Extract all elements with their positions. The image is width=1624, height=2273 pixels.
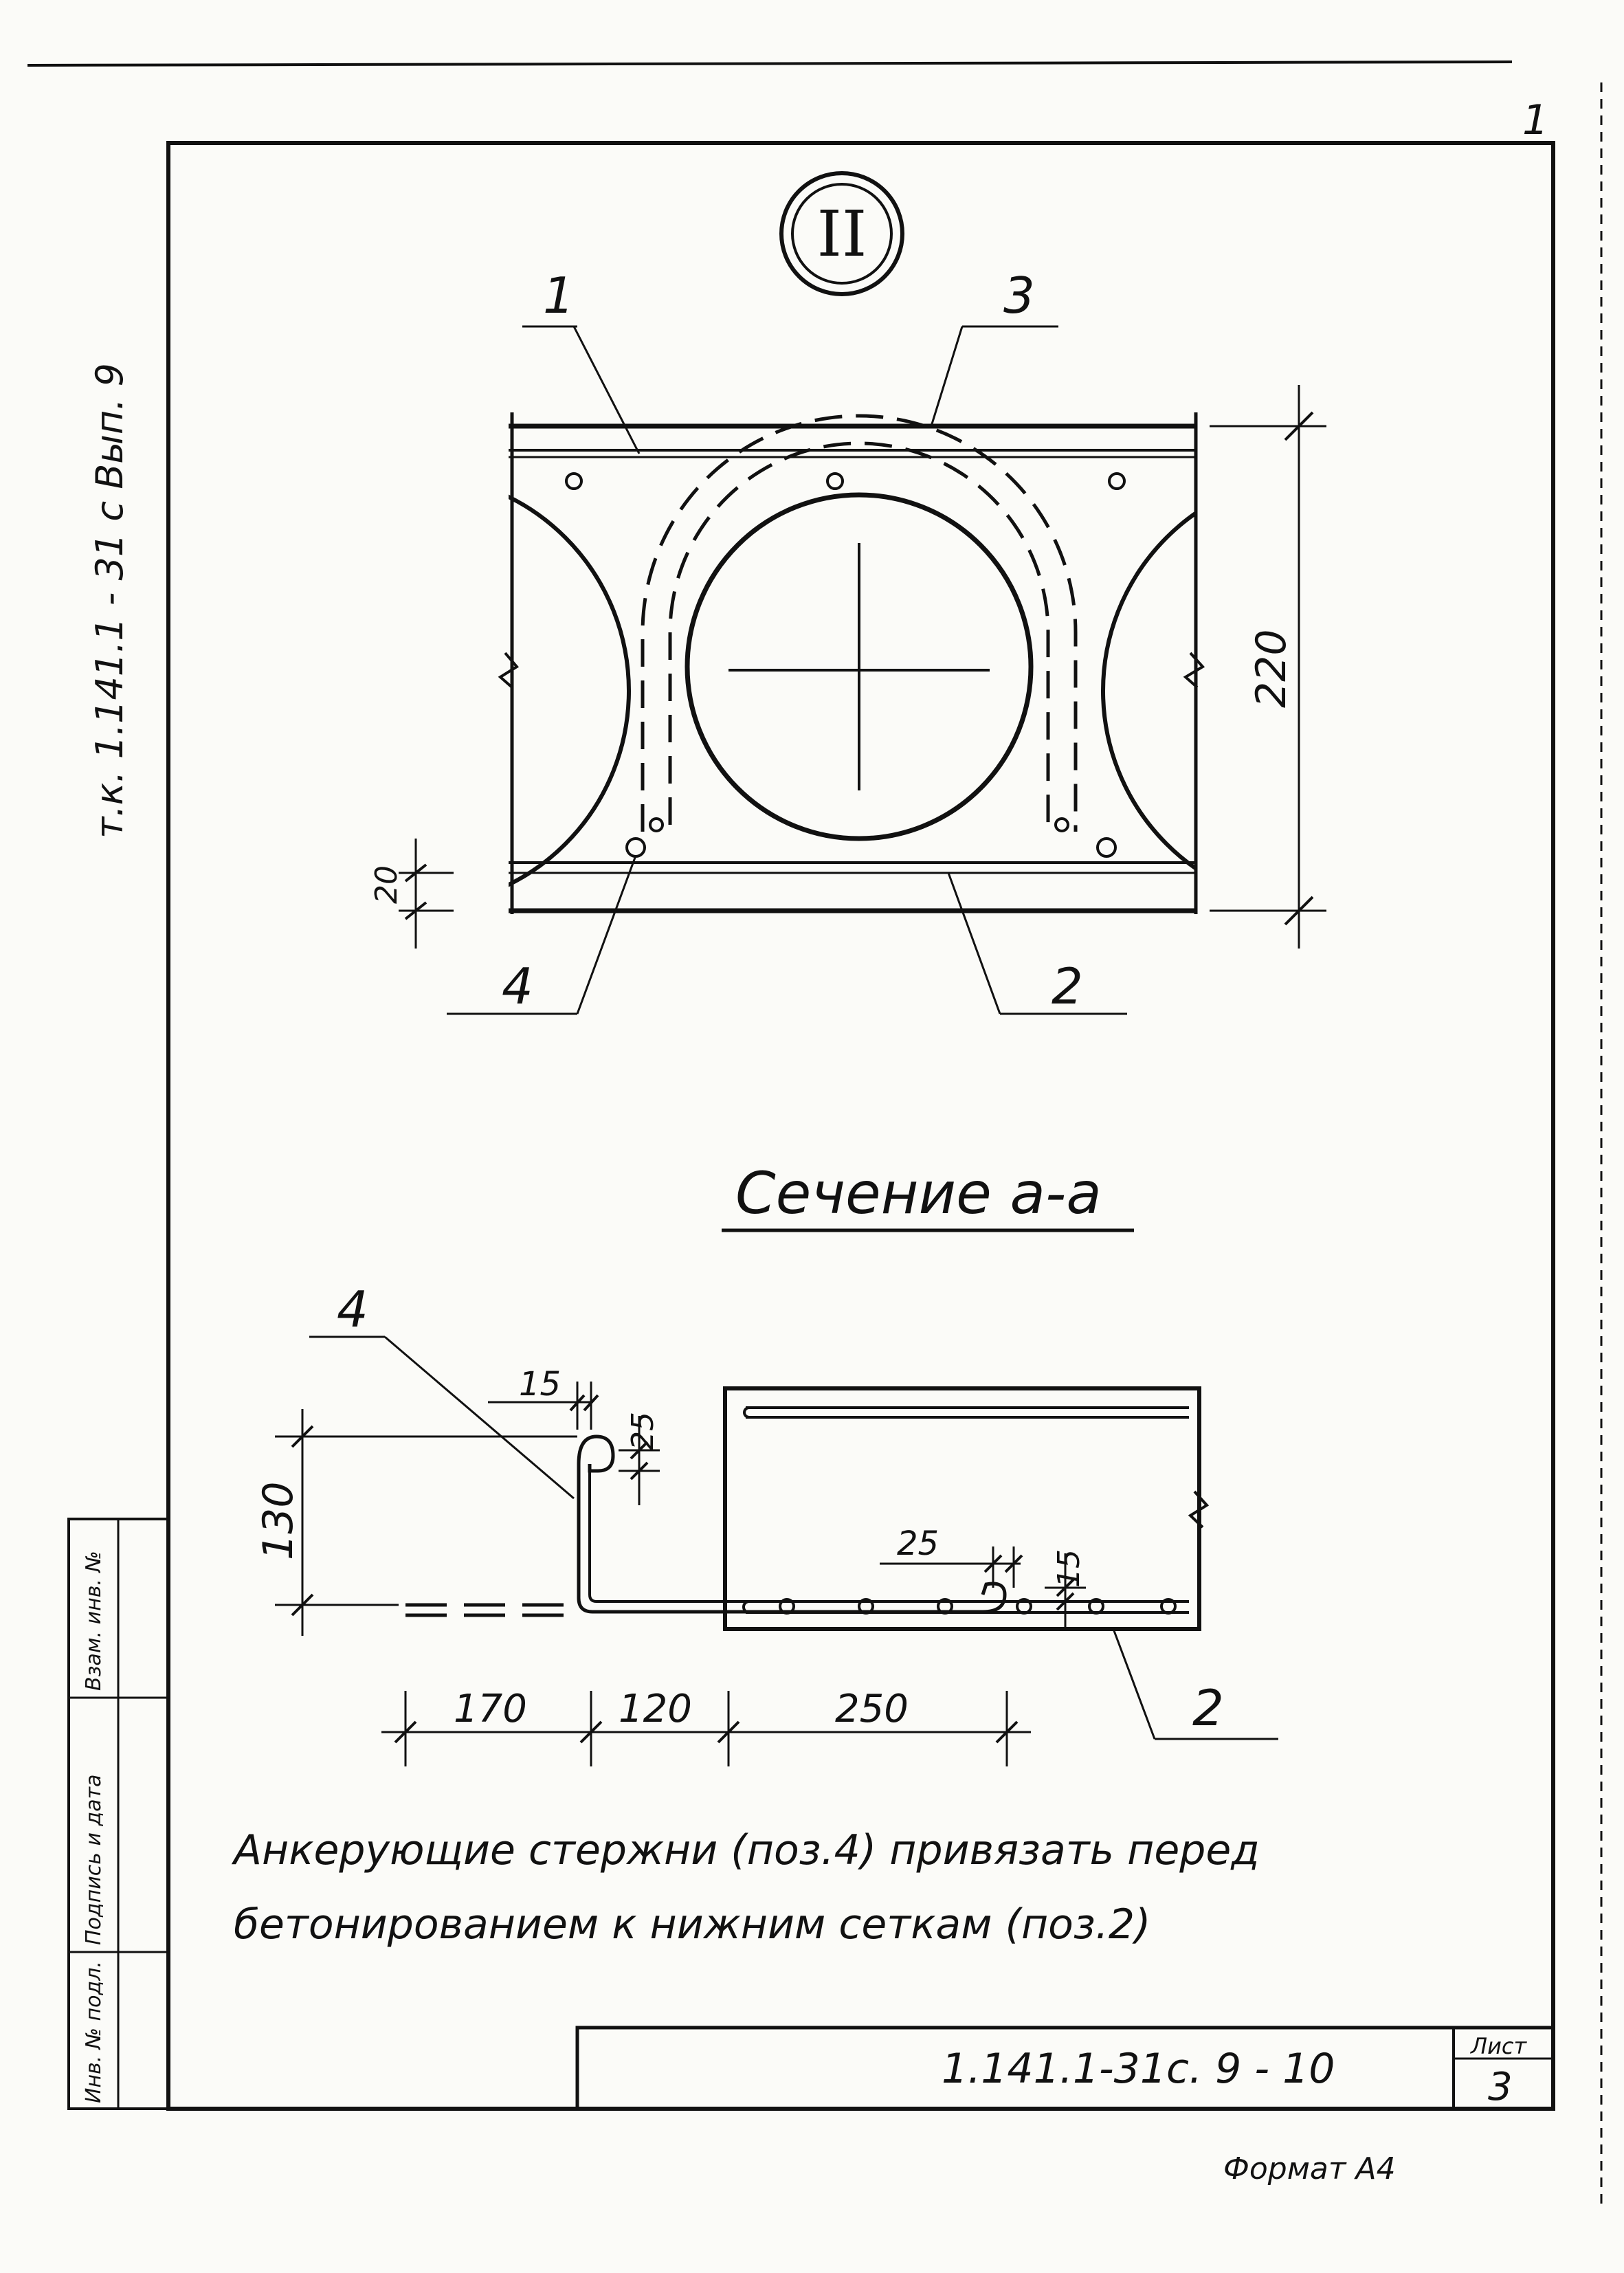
- dimension-15-top: 15: [488, 1365, 599, 1430]
- section-bar: [1160, 1598, 1177, 1615]
- drawing-frame: [166, 141, 1555, 2111]
- bar-section: [1096, 837, 1117, 858]
- dimension-130: 130: [254, 1409, 577, 1636]
- left-strip-cell-sign: Подпись и дата: [82, 1775, 106, 1946]
- left-break-mark: [498, 652, 520, 689]
- anchor-rod-outer: [641, 414, 1078, 832]
- dimension-15-mid: 15: [1045, 1549, 1087, 1629]
- bar-section: [625, 837, 646, 858]
- callout-4: 4: [447, 855, 637, 1015]
- side-header: т.к. 1.141.1 - 31 с Вып. 9: [88, 363, 131, 839]
- corner-mark: 1: [1522, 96, 1548, 144]
- section-break-mark: [1188, 1490, 1210, 1529]
- title-block-code: 1.141.1-31с. 9 - 10: [942, 2045, 1335, 2093]
- bar-section: [565, 472, 583, 490]
- dimension-15-mid-label: 15: [1052, 1549, 1087, 1588]
- section-slab: [723, 1386, 1201, 1631]
- bar-section: [649, 817, 664, 832]
- left-strip: Инв. № подл. Подпись и дата Взам. инв. №: [67, 1518, 170, 2110]
- anchor-rod-section-inner: [588, 1464, 983, 1603]
- dimension-25-vert: 25: [619, 1412, 660, 1505]
- left-hole-arc: [509, 494, 631, 887]
- dimension-15-top-label: 15: [519, 1365, 561, 1404]
- dimension-170-label: 170: [454, 1687, 527, 1731]
- note-line-1: Анкерующие стержни (поз.4) привязать пер…: [231, 1826, 1260, 1874]
- callout-1-label: 1: [543, 267, 575, 324]
- section-callout-2-label: 2: [1192, 1679, 1224, 1737]
- dimension-120-label: 120: [619, 1687, 692, 1731]
- dimension-250-label: 250: [835, 1687, 909, 1731]
- bar-section: [1054, 817, 1069, 832]
- dimension-20-label: 20: [369, 865, 404, 904]
- section-callout-4-label: 4: [337, 1280, 368, 1338]
- bar-section: [826, 472, 844, 490]
- dimension-25-mid-label: 25: [897, 1524, 939, 1563]
- right-hole-arc: [1101, 510, 1196, 872]
- bar-section: [1108, 472, 1126, 490]
- central-void: [685, 492, 1034, 841]
- section-bar: [1016, 1598, 1032, 1615]
- section-view: Сечение а-а 4: [254, 1160, 1278, 1766]
- dimension-20: 20: [369, 839, 454, 949]
- callout-4-label: 4: [502, 957, 533, 1015]
- dimension-130-label: 130: [254, 1481, 302, 1560]
- dimension-220: 220: [1210, 385, 1326, 949]
- left-strip-cell-inv: Инв. № подл.: [82, 1961, 106, 2103]
- callout-2: 2: [947, 872, 1127, 1015]
- section-callout-2-leader: [1112, 1628, 1156, 1740]
- anchor-rod-section: [577, 1464, 1007, 1614]
- detail-mark-label: II: [817, 197, 867, 271]
- note-line-2: бетонированием к нижним сеткам (поз.2): [234, 1900, 1150, 1949]
- left-strip-cell-replace: Взам. инв. №: [82, 1551, 106, 1691]
- top-trim-line: [27, 60, 1513, 67]
- callout-2-label: 2: [1052, 957, 1083, 1015]
- detail-mark: II: [779, 171, 904, 296]
- callout-3-label: 3: [1003, 267, 1035, 324]
- detail-view: 1 3 4 2 220: [369, 267, 1326, 1015]
- format-label: Формат А4: [1223, 2151, 1396, 2186]
- callout-1: 1: [522, 267, 641, 454]
- title-block-sheet-label: Лист: [1470, 2033, 1527, 2059]
- section-bar: [1088, 1598, 1104, 1615]
- callout-3: 3: [930, 267, 1058, 427]
- section-callout-4-leader: [384, 1335, 575, 1500]
- anchor-rod-top-hook: [577, 1434, 615, 1473]
- section-top-mesh-hook: [743, 1406, 750, 1419]
- title-block-sheet-number: 3: [1488, 2065, 1513, 2109]
- dimension-chain: 170 120 250: [381, 1687, 1031, 1766]
- dimension-25-vert-label: 25: [625, 1412, 660, 1450]
- section-title: Сечение а-а: [735, 1160, 1102, 1227]
- title-block: 1.141.1-31с. 9 - 10 Лист 3: [575, 2026, 1555, 2111]
- dimension-220-label: 220: [1247, 629, 1295, 708]
- dimension-25-mid: 25: [880, 1524, 1023, 1588]
- right-break-mark: [1183, 652, 1205, 689]
